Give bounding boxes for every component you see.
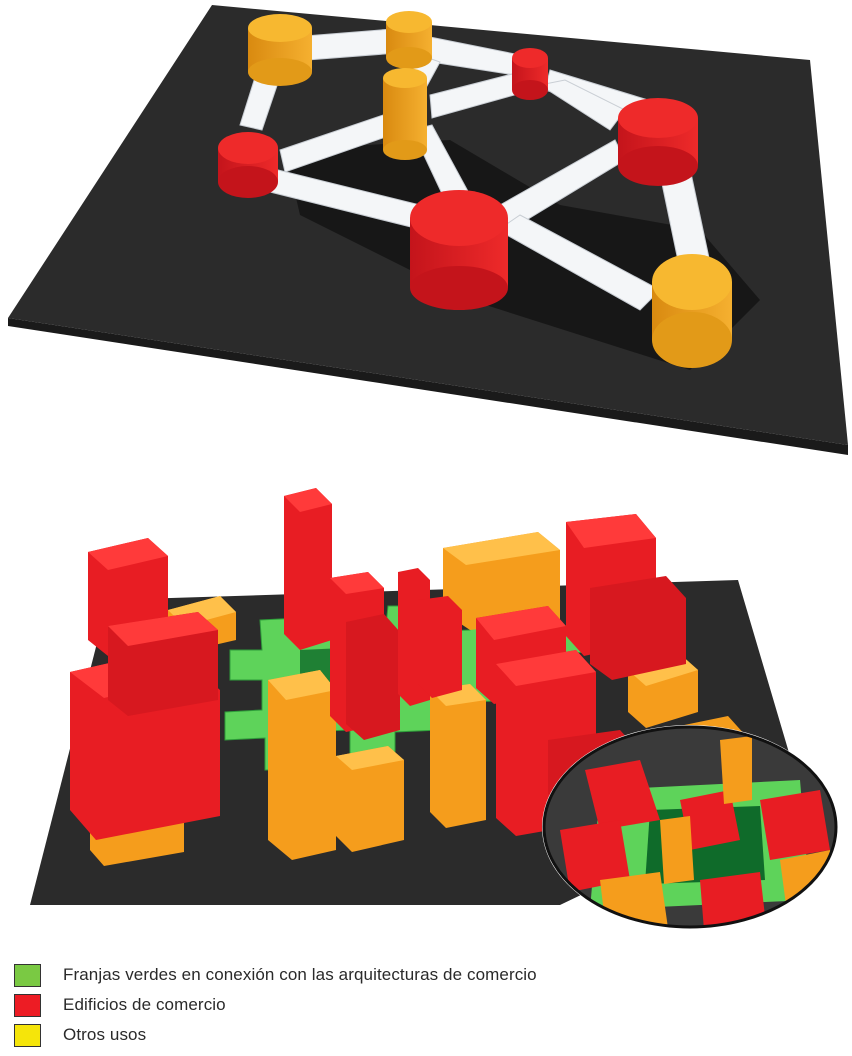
city-block-diagram <box>30 488 840 930</box>
cylinder-commerce <box>218 132 278 198</box>
legend-label: Otros usos <box>63 1025 146 1045</box>
block-other-use <box>336 746 404 852</box>
legend: Franjas verdes en conexión con las arqui… <box>14 960 537 1050</box>
legend-swatch-yellow <box>14 1024 41 1047</box>
block-commerce <box>108 612 218 716</box>
cylinder-other-use <box>652 254 732 368</box>
legend-swatch-red <box>14 994 41 1017</box>
legend-label: Franjas verdes en conexión con las arqui… <box>63 965 537 985</box>
cylinder-other-use <box>383 68 427 160</box>
block-other-use <box>268 670 336 860</box>
legend-swatch-green <box>14 964 41 987</box>
legend-item-green: Franjas verdes en conexión con las arqui… <box>14 960 537 990</box>
legend-item-red: Edificios de comercio <box>14 990 537 1020</box>
block-commerce <box>346 614 400 740</box>
block-other-use <box>430 684 486 828</box>
block-commerce <box>418 596 462 698</box>
urban-diagram-illustration <box>0 0 852 960</box>
cylinder-other-use <box>248 14 312 86</box>
block-commerce <box>284 488 332 650</box>
legend-label: Edificios de comercio <box>63 995 226 1015</box>
block-commerce <box>590 576 686 680</box>
legend-item-yellow: Otros usos <box>14 1020 537 1050</box>
cylinder-commerce <box>618 98 698 186</box>
network-diagram <box>8 5 848 455</box>
cylinder-other-use <box>386 11 432 69</box>
cylinder-commerce <box>512 48 548 100</box>
cylinder-commerce <box>410 190 508 310</box>
